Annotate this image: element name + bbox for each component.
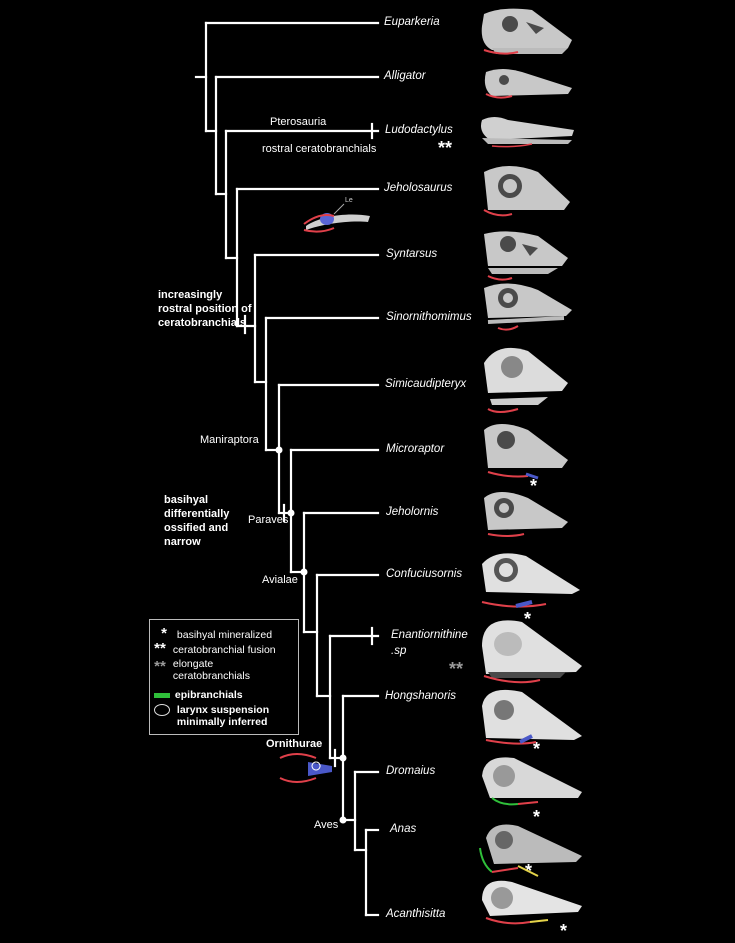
taxon-label: Euparkeria	[384, 16, 440, 28]
skull-illustration-euparkeria	[481, 8, 572, 55]
legend-label: elongate ceratobranchials	[172, 658, 250, 682]
skull-illustration-syntarsus	[484, 231, 568, 281]
skull-illustration-acanthisitta	[482, 880, 582, 925]
taxon-label: Jeholornis	[386, 506, 439, 518]
taxon-label: Enantiornithine	[391, 629, 468, 641]
ornithurae-hyoid-inset	[279, 753, 332, 783]
basihyal-note: basihyal differentially ossified and nar…	[164, 494, 230, 548]
legend-box: * basihyal mineralized ** ceratobranchia…	[149, 619, 299, 735]
skull-illustration-ludodactylus	[481, 117, 574, 148]
taxon-label: Hongshanoris	[385, 690, 456, 702]
taxon-label: Dromaius	[386, 765, 436, 777]
clade-label: Paraves	[248, 514, 289, 526]
legend-double-star: **	[154, 640, 166, 657]
rostral-ceratobranchials-note: rostral ceratobranchials	[262, 143, 377, 155]
legend-gray-double-star: **	[154, 658, 166, 675]
elongate-double-star-marker: **	[449, 659, 464, 679]
taxon-label: Jeholosaurus	[384, 182, 453, 194]
legend-single-star: *	[161, 625, 167, 642]
taxon-label: Anas	[390, 823, 417, 835]
single-star-marker: *	[560, 921, 568, 941]
legend-label: basihyal mineralized	[176, 629, 273, 641]
skull-illustration-anas	[479, 824, 582, 877]
epibranchial-swatch	[154, 692, 170, 698]
legend-label: larynx suspension minimally inferred	[176, 704, 270, 728]
rostral-position-note: increasingly rostral position of ceratob…	[158, 289, 252, 329]
taxon-label: Sinornithomimus	[386, 311, 472, 323]
taxon-label: Microraptor	[386, 443, 445, 455]
clade-label: Ornithurae	[266, 738, 323, 750]
single-star-marker: *	[530, 476, 538, 496]
legend-item-elongate: ** elongate ceratobranchials	[150, 658, 283, 682]
legend-label: epibranchials	[174, 689, 243, 701]
legend-item-fusion: ** ceratobranchial fusion	[150, 640, 276, 657]
taxon-label: Acanthisitta	[386, 908, 446, 920]
skull-illustration-sinornithomimus	[484, 283, 572, 331]
clade-label: Aves	[314, 819, 339, 831]
taxon-label: Alligator	[384, 70, 426, 82]
clade-label: Maniraptora	[200, 434, 259, 446]
taxon-label: Ludodactylus	[385, 124, 453, 136]
skull-illustration-dromaius	[482, 757, 582, 806]
skull-illustration-microraptor	[484, 424, 568, 480]
skull-illustration-hongshanoris	[482, 689, 582, 745]
double-star-marker: **	[438, 138, 453, 158]
taxon-label: Syntarsus	[386, 248, 438, 260]
legend-label: ceratobranchial fusion	[172, 644, 276, 656]
taxon-label: .sp	[391, 645, 407, 657]
skull-illustration-jeholornis	[484, 492, 568, 537]
skull-illustration-confuciusornis	[481, 553, 580, 608]
legend-item-basihyal: * basihyal mineralized	[154, 625, 272, 642]
jeholosaurus-hyoid-inset	[303, 203, 370, 233]
le-label: Le	[345, 197, 353, 204]
skull-illustration-jeholosaurus	[483, 166, 570, 217]
taxon-label: Simicaudipteryx	[385, 378, 467, 390]
larynx-icon	[154, 704, 170, 716]
single-star-marker: *	[533, 807, 541, 827]
skull-illustration-enantiornithine	[482, 620, 582, 684]
skull-illustration-simicaudipteryx	[484, 347, 568, 413]
clade-label: Avialae	[262, 574, 298, 586]
legend-item-epibranchials: epibranchials	[154, 689, 243, 701]
legend-item-larynx: larynx suspension minimally inferred	[154, 704, 295, 728]
single-star-marker: *	[524, 609, 532, 629]
skull-illustration-alligator	[484, 69, 572, 99]
clade-label: Pterosauria	[270, 116, 327, 128]
single-star-marker: *	[533, 739, 541, 759]
taxon-label: Confuciusornis	[386, 568, 463, 580]
